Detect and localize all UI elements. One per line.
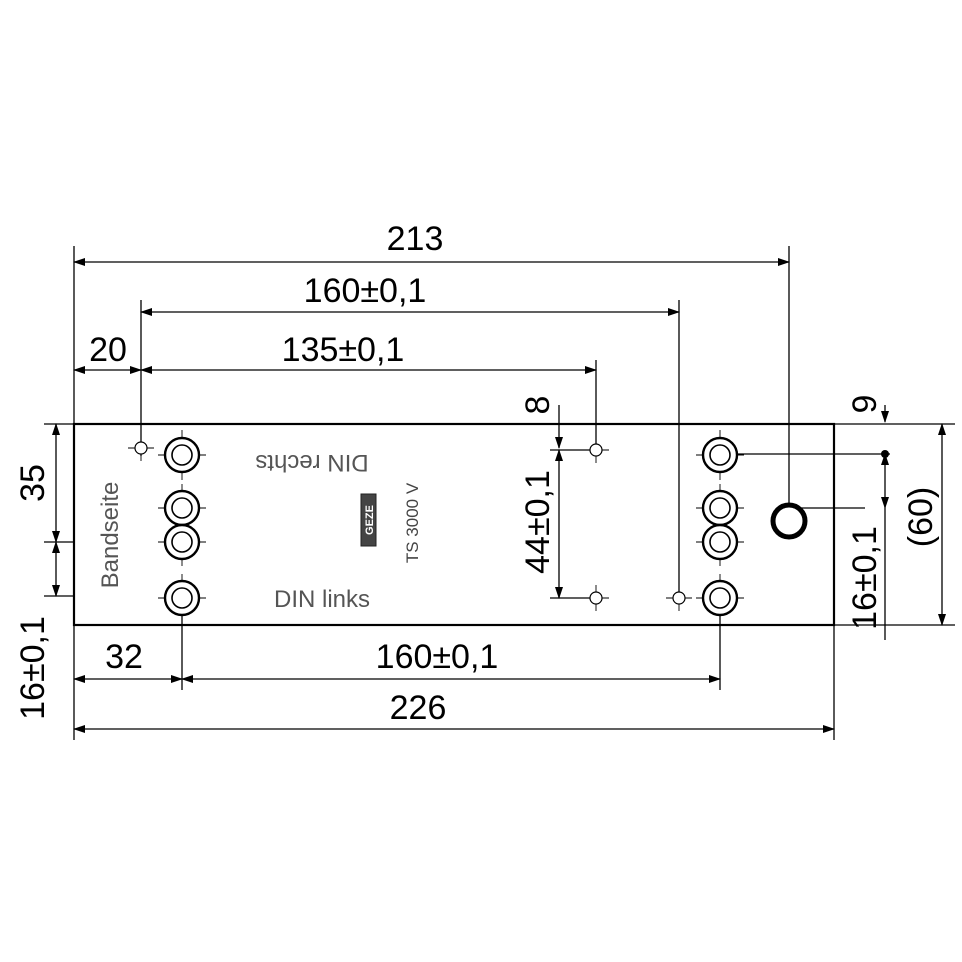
din-links-label: DIN links bbox=[274, 586, 370, 613]
small-hole bbox=[589, 443, 603, 457]
dim-35: 35 bbox=[14, 464, 52, 502]
din-rechts-label: DIN rechts bbox=[255, 449, 368, 476]
dim-213: 213 bbox=[387, 220, 444, 258]
dim-upper-160: 160±0,1 bbox=[304, 272, 427, 310]
dim-226: 226 bbox=[390, 689, 447, 727]
dim-32: 32 bbox=[105, 638, 143, 676]
dim-9: 9 bbox=[846, 395, 884, 414]
middle-holes bbox=[589, 443, 686, 605]
mounting-hole bbox=[163, 523, 201, 561]
bandseite-label: Bandseite bbox=[97, 482, 124, 589]
dim-135: 135±0,1 bbox=[282, 331, 405, 369]
dim-bottom-160: 160±0,1 bbox=[376, 638, 499, 676]
right-hole-column bbox=[701, 436, 889, 617]
mounting-hole bbox=[701, 436, 739, 474]
dimension-lines bbox=[52, 258, 946, 733]
mounting-hole bbox=[163, 489, 201, 527]
svg-text:GEZE: GEZE bbox=[364, 505, 376, 535]
small-hole bbox=[672, 591, 686, 605]
dim-20: 20 bbox=[89, 331, 127, 369]
dim-left-16: 16±0,1 bbox=[14, 616, 52, 720]
left-hole-column bbox=[134, 436, 201, 617]
geze-logo: GEZE bbox=[360, 493, 377, 547]
mounting-hole bbox=[701, 579, 739, 617]
small-hole bbox=[589, 591, 603, 605]
mounting-hole bbox=[701, 489, 739, 527]
dim-right-16: 16±0,1 bbox=[846, 526, 884, 630]
dim-60: (60) bbox=[902, 487, 940, 547]
pivot-hole bbox=[770, 502, 808, 540]
dim-8: 8 bbox=[519, 396, 557, 415]
mounting-hole bbox=[163, 579, 201, 617]
mounting-hole bbox=[163, 436, 201, 474]
small-hole bbox=[134, 441, 148, 455]
dim-44: 44±0,1 bbox=[519, 470, 557, 574]
mounting-hole bbox=[701, 523, 739, 561]
model-label: TS 3000 V bbox=[403, 482, 422, 563]
